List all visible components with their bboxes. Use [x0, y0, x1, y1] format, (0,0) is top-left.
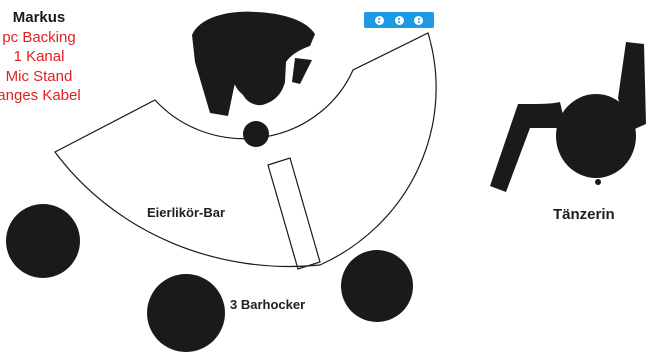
- socket-icon: [374, 15, 384, 25]
- mic-stand: [243, 121, 269, 147]
- bar-stool-right: [341, 250, 413, 322]
- socket-icon: [414, 15, 424, 25]
- dancer-figure: [490, 42, 646, 192]
- bar-label: Eierlikör-Bar: [147, 205, 226, 220]
- power-strip-icon: [364, 12, 434, 28]
- stools-label: 3 Barhocker: [230, 297, 306, 312]
- bar-stool-bottom: [147, 274, 225, 352]
- performer-notes: Markus pc Backing 1 Kanal Mic Stand ange…: [0, 8, 104, 106]
- requirement-channel: 1 Kanal: [13, 48, 65, 65]
- requirement-mic-stand: Mic Stand: [5, 67, 73, 85]
- dancer-label: Tänzerin: [553, 206, 615, 223]
- requirement-backing: pc Backing: [2, 28, 76, 46]
- bar-segment: [267, 157, 321, 270]
- requirement-cable: anges Kabel: [0, 87, 81, 104]
- socket-icon: [394, 15, 404, 25]
- performer-figure: [192, 11, 315, 117]
- performer-name: Markus: [12, 9, 66, 26]
- bar-stool-left: [6, 204, 80, 278]
